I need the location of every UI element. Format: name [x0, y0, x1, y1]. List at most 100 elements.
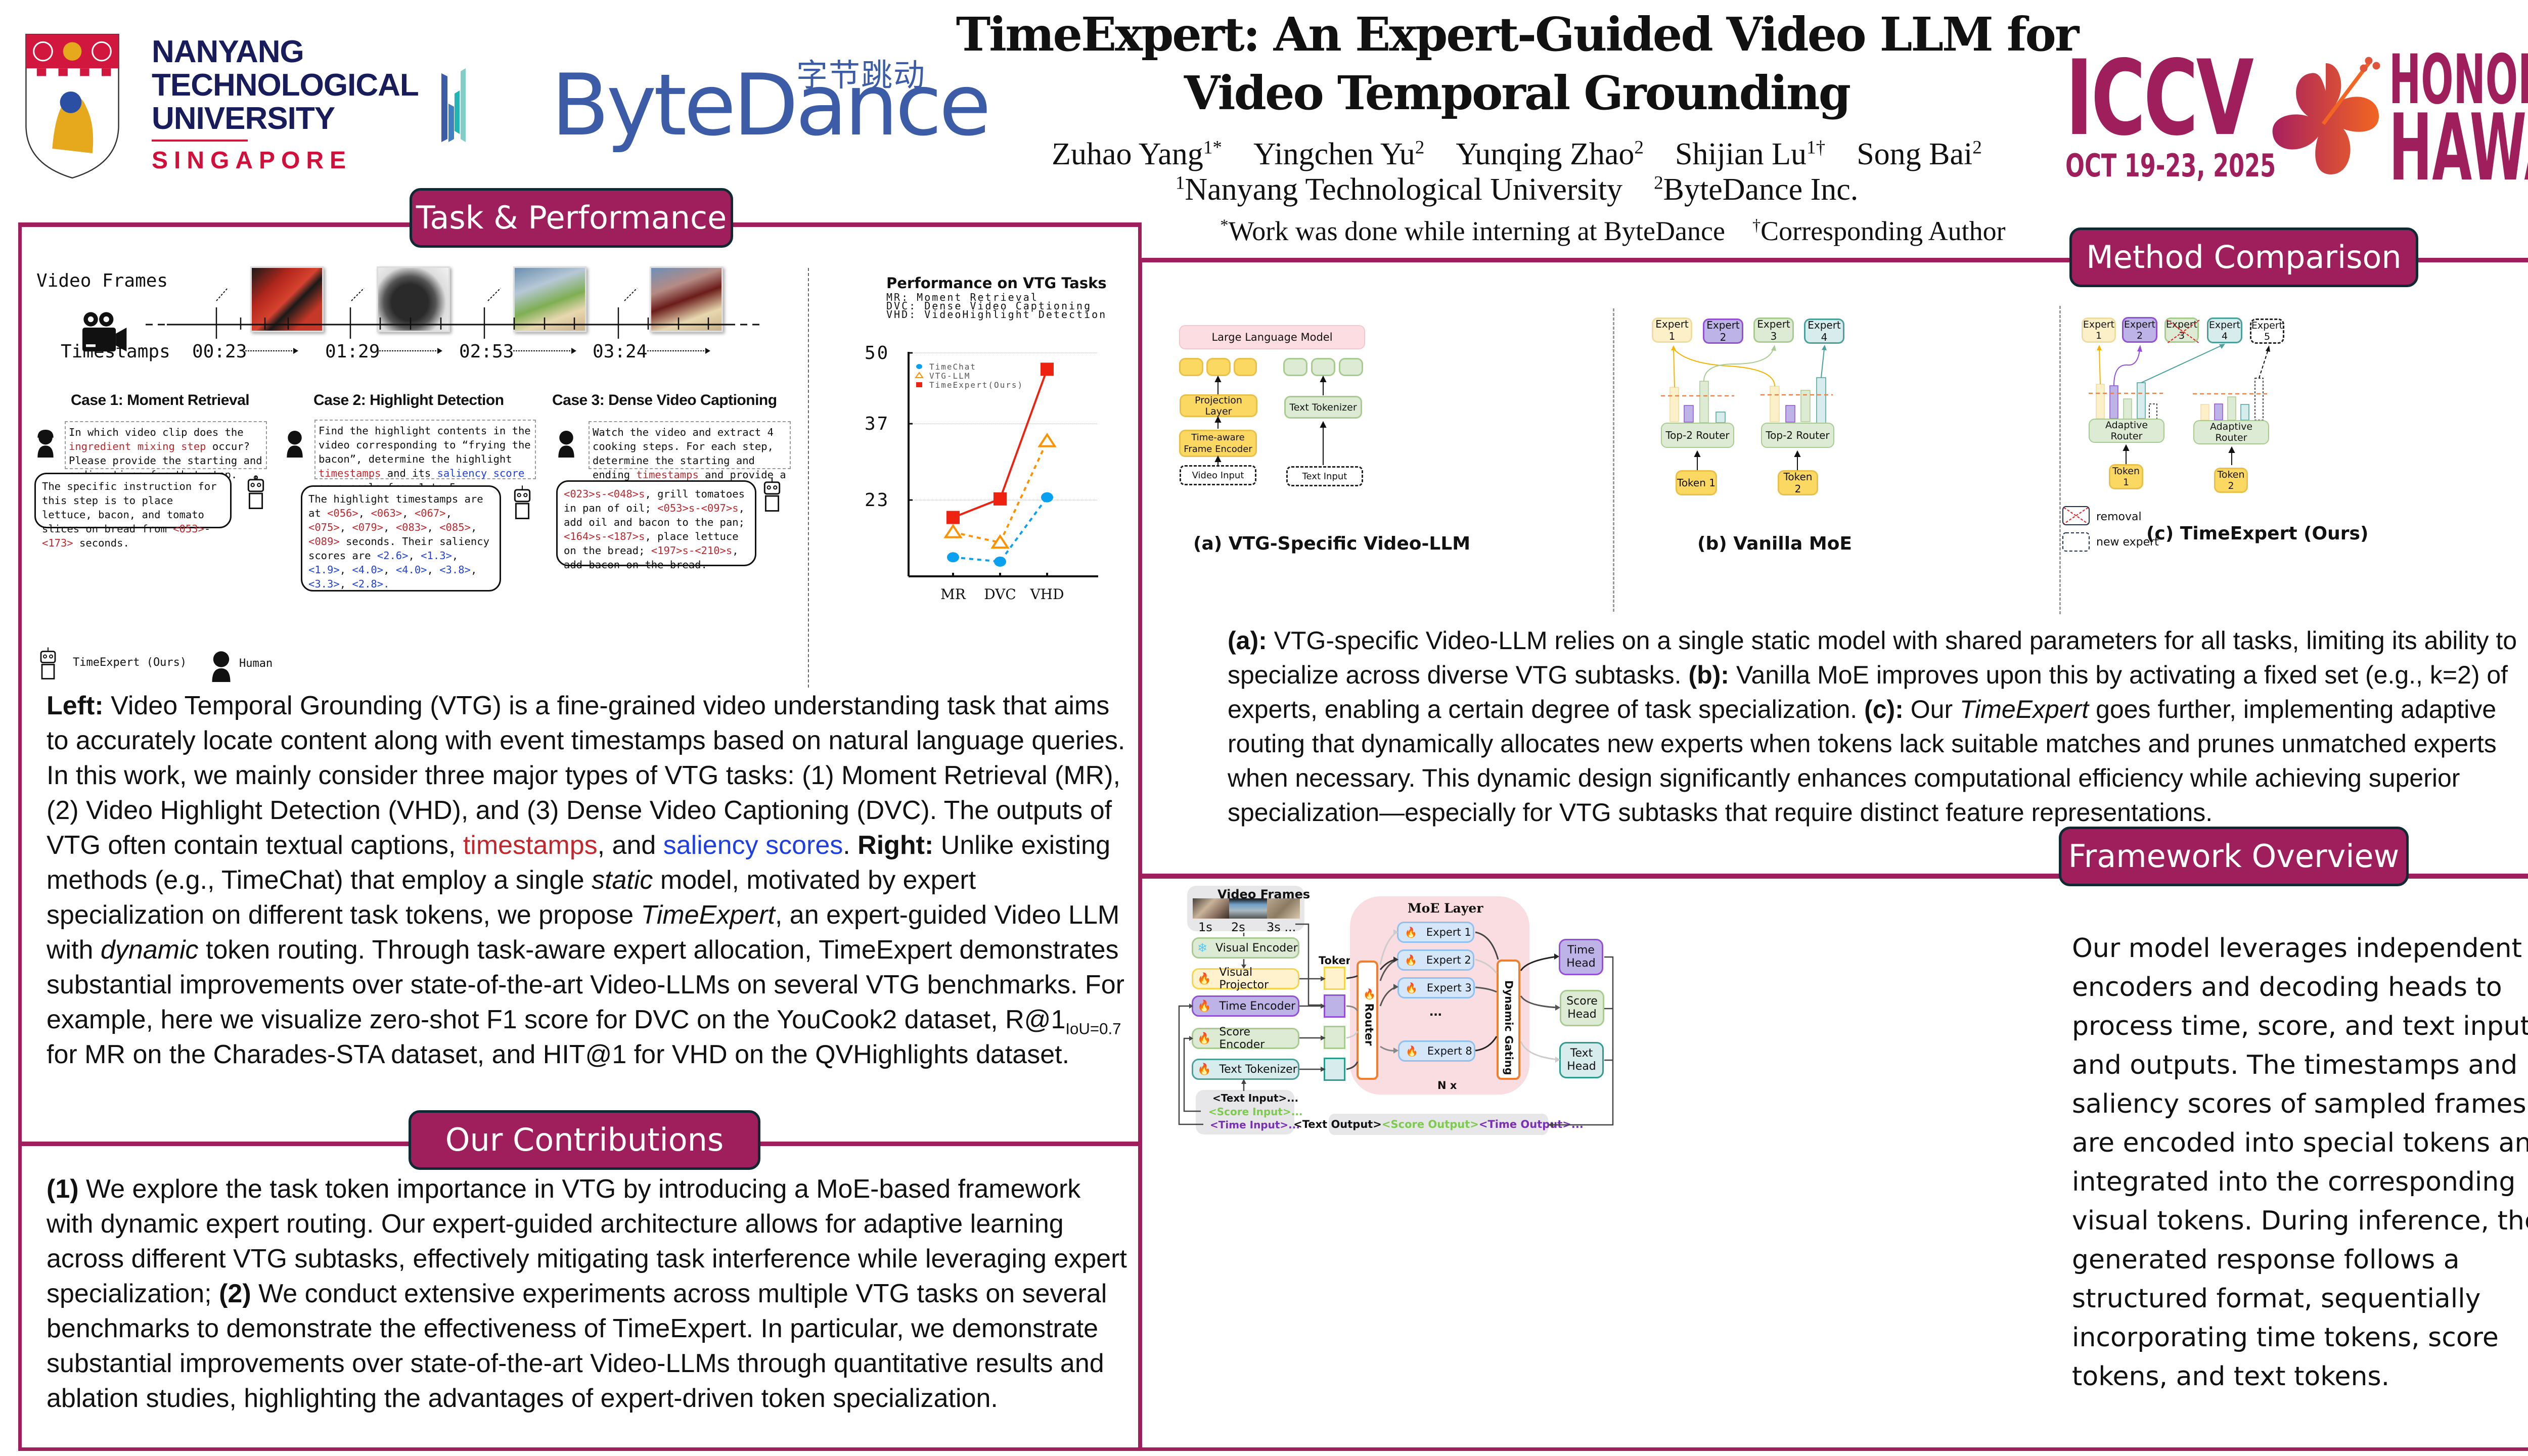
text-run: , an expert-guided Video LLM with — [47, 900, 1120, 965]
flame-icon: 🔥 — [1363, 989, 1376, 1000]
text-run: <056> — [327, 507, 358, 519]
banner-framework-overview: Framework Overview — [2059, 827, 2409, 886]
text-run: , — [452, 550, 459, 562]
chart-title: Performance on VTG Tasks — [886, 275, 1107, 292]
b-expert-3: Expert 3 — [1753, 317, 1794, 343]
text-run: (2) — [219, 1279, 251, 1308]
moe-layer-label: MoE Layer — [1408, 901, 1483, 916]
affiliation: 2ByteDance Inc. — [1654, 172, 1858, 207]
banner-method-comparison: Method Comparison — [2069, 228, 2418, 287]
dynamic-gating-box: Dynamic Gating — [1497, 960, 1520, 1080]
frame-time-2: 2s — [1231, 920, 1245, 934]
divider-bc — [2059, 306, 2061, 614]
removal-cross-icon — [2166, 320, 2200, 344]
fw-frame-2 — [1229, 898, 1267, 919]
video-frames-label: Video Frames — [36, 270, 168, 291]
text-run: saliency scores — [663, 831, 843, 860]
bytedance-wordmark: ByteDance — [551, 56, 991, 155]
text-run: - — [204, 523, 211, 535]
timestamp-arrows — [245, 348, 710, 354]
text-run: Our — [1903, 695, 1960, 723]
score-head-line-2: Head — [1567, 1008, 1597, 1021]
x-tick-label: DVC — [984, 586, 1016, 603]
text-run: (b): — [1688, 661, 1729, 689]
text-run: , — [427, 521, 440, 533]
ntu-line-1: NANYANG — [152, 34, 304, 69]
note: *Work was done while interning at ByteDa… — [1220, 216, 1725, 246]
time-encoder-label: Time Encoder — [1219, 999, 1296, 1013]
text-run: Watch the video and extract 4 cooking st… — [593, 426, 774, 481]
text-run: , — [470, 521, 477, 533]
figure-divider — [808, 268, 809, 688]
robot-icon — [763, 478, 781, 512]
banner-contributions: Our Contributions — [409, 1110, 760, 1170]
text-run: , add bacon on the bread. — [564, 544, 739, 571]
flame-icon: 🔥 — [1197, 1032, 1211, 1045]
legend-marker — [916, 364, 922, 369]
robot-icon — [514, 485, 531, 519]
author: Yunqing Zhao2 — [1456, 137, 1644, 171]
note-name: Corresponding Author — [1760, 216, 2006, 246]
diagram-a: Large Language Model Projection Layer Ti… — [1153, 293, 1598, 627]
method-description: (a): VTG-specific Video-LLM relies on a … — [1228, 623, 2528, 830]
text-run: The highlight timestamps are at — [308, 493, 483, 519]
chart-subtitle-mr: MR: Moment Retrieval — [886, 291, 1039, 303]
text-run: <164>s-<187>s — [564, 530, 645, 542]
text-run: <2.6> — [377, 550, 409, 562]
text-run: TimeExpert — [1960, 695, 2089, 723]
time-head-line-1: Time — [1567, 944, 1595, 957]
text-tokenizer-fw-label: Text Tokenizer — [1219, 1063, 1297, 1076]
series-line-VTG-LLM — [953, 440, 1048, 544]
expert-8-label: Expert 8 — [1427, 1045, 1472, 1057]
text-run: <067> — [414, 507, 446, 519]
c-router-1: Adaptive Router — [2089, 419, 2164, 443]
flame-icon: 🔥 — [1405, 982, 1418, 994]
human-icon — [558, 430, 574, 458]
note-mark: * — [1220, 216, 1229, 235]
expert-1-label: Expert 1 — [1426, 926, 1471, 938]
data-point — [1041, 362, 1054, 376]
robot-icon — [247, 475, 264, 509]
legend-marker — [915, 372, 924, 378]
text-run: <053> — [173, 523, 204, 535]
note: †Corresponding Author — [1752, 216, 2006, 246]
banner-task-performance: Task & Performance — [410, 188, 733, 248]
text-run: , — [358, 507, 371, 519]
framework-description: Our model leverages independent encoders… — [2072, 933, 2528, 1392]
b-token-2: Token 2 — [1778, 470, 1818, 495]
c-expert-1: Expert 1 — [2082, 317, 2116, 343]
framework-panel — [1140, 874, 2528, 1451]
author-notes: *Work was done while interning at ByteDa… — [1133, 215, 2093, 247]
case-3-answer: <023>s-<048>s, grill tomatoes in pan of … — [556, 480, 756, 571]
chart-subtitle-vhd: VHD: VideoHighlight Detection — [886, 308, 1107, 321]
framework-arrows — [1178, 923, 1614, 1127]
text-run: <063> — [371, 507, 402, 519]
text-run: IoU=0.7 — [1065, 1020, 1121, 1038]
time-input-label: <Time Input>... — [1210, 1119, 1300, 1131]
legend-human-icon — [212, 651, 231, 682]
iccv-city: HONOLULU — [2389, 40, 2528, 119]
data-point — [990, 534, 1010, 549]
bytedance-chinese: 字节跳动 — [796, 58, 926, 93]
visual-encoder-label: Visual Encoder — [1215, 941, 1298, 954]
fw-frame-1 — [1193, 898, 1229, 919]
author: Yingchen Yu2 — [1253, 137, 1424, 171]
c-expert-3-removed: Expert 3 — [2164, 317, 2200, 344]
affiliation-name: Nanyang Technological University — [1185, 172, 1623, 207]
author-mark: 2 — [1415, 137, 1425, 158]
video-camera-icon — [82, 312, 127, 352]
author-mark: 2 — [1972, 137, 1982, 158]
iccv-state: HAWAII — [2389, 94, 2528, 201]
y-tick-label: 23 — [865, 490, 889, 511]
divider-ab — [1613, 308, 1614, 612]
text-run: timestamps — [636, 469, 699, 481]
chart-subtitle-dvc: DVC: Dense Video Captioning — [886, 300, 1092, 312]
author-name: Song Bai — [1857, 137, 1973, 171]
visual-token — [1206, 358, 1231, 376]
ntu-shield-icon — [25, 33, 119, 179]
data-point — [947, 552, 959, 563]
c-expert-4: Expert 4 — [2207, 317, 2242, 343]
timestamps-label: Timestamps — [61, 341, 170, 362]
data-point — [994, 492, 1007, 506]
